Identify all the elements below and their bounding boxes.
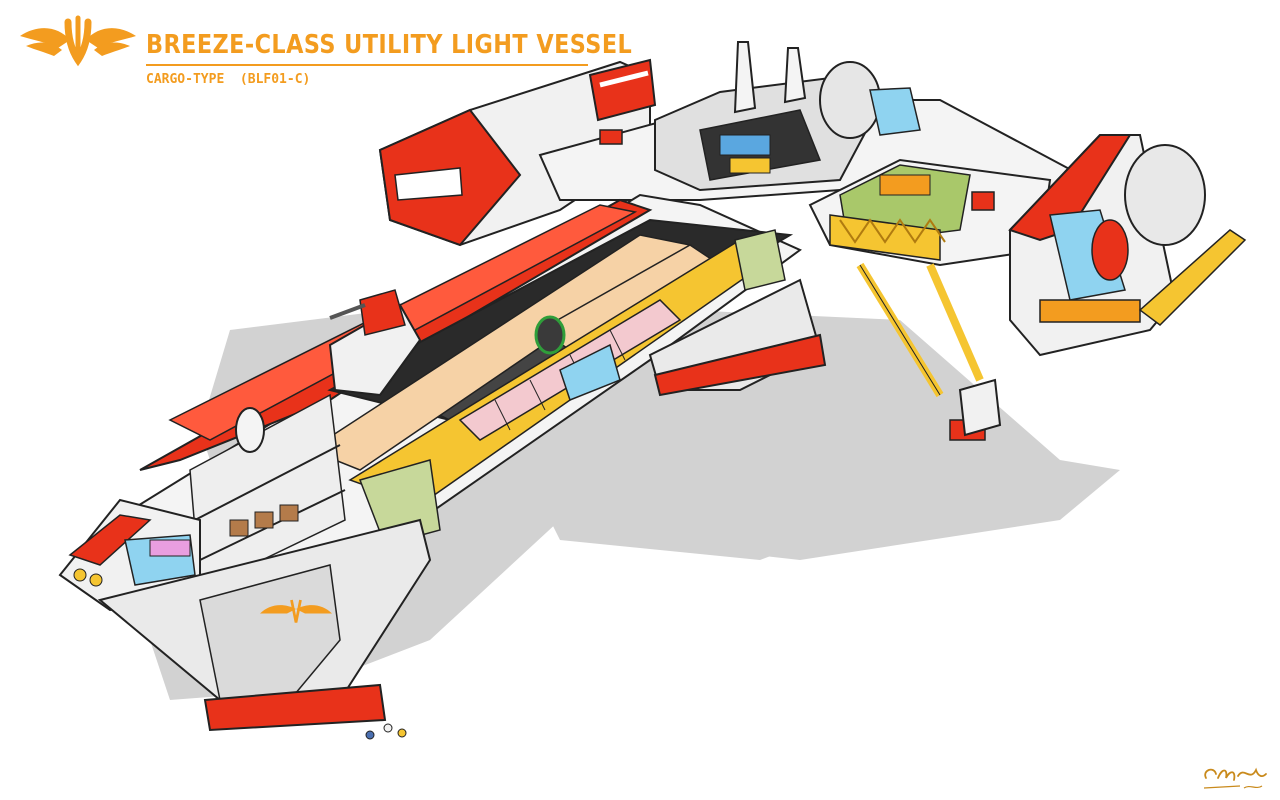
crew-figures: [365, 723, 407, 740]
page-subtitle: CARGO-TYPE (BLF01-C): [146, 72, 311, 87]
artist-signature: [1203, 767, 1267, 789]
right-wing-bay: [808, 158, 1052, 398]
engine-pod-right: [949, 134, 1247, 441]
page-title: BREEZE-CLASS UTILITY LIGHT VESSEL: [146, 30, 633, 60]
winged-emblem-icon: [20, 15, 136, 67]
engine-pod-left: [378, 58, 657, 247]
title-underline: [146, 64, 588, 66]
lower-keel: [97, 278, 827, 732]
header: BREEZE-CLASS UTILITY LIGHT VESSEL CARGO-…: [18, 14, 632, 94]
main-hull: [58, 193, 802, 612]
